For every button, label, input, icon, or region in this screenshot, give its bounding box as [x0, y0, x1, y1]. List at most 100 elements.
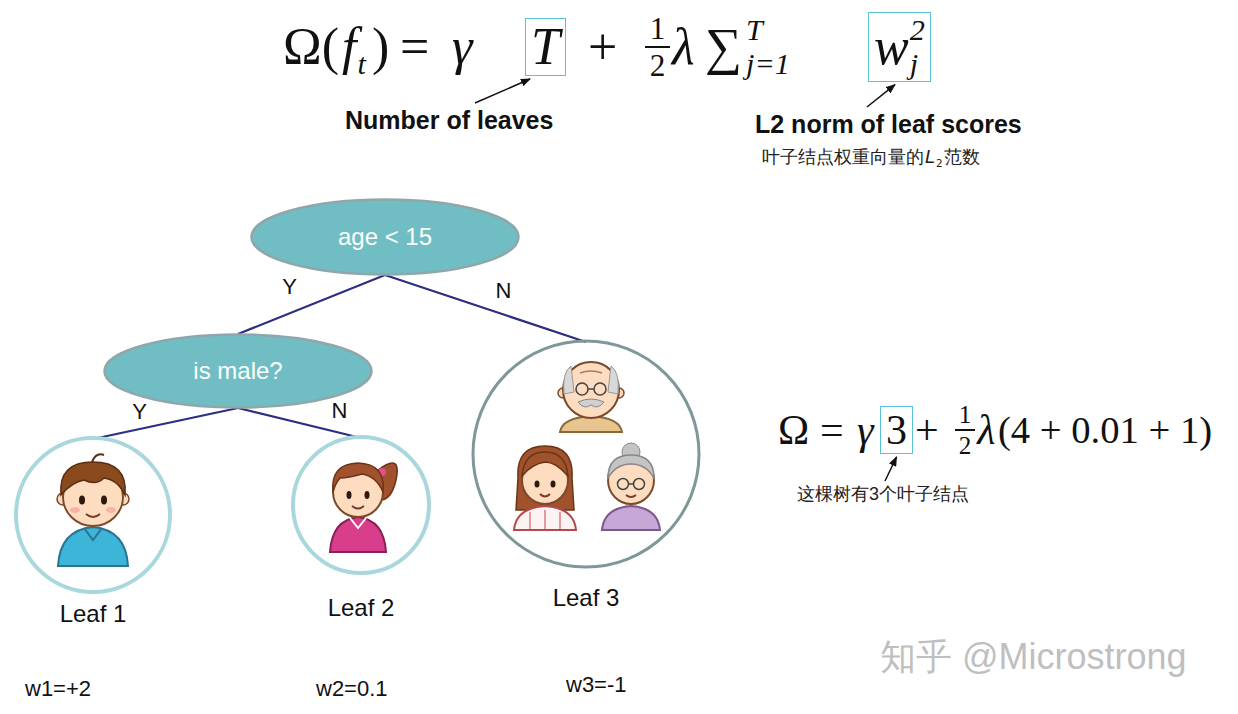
label-anchor: N: [494, 280, 514, 302]
callout-text: L2 norm of leaf scores: [755, 110, 1022, 139]
formula-symbol: λ: [977, 409, 995, 451]
grandma-figure-part: [618, 479, 629, 490]
woman-figure-part: [516, 446, 574, 510]
grandpa-figure-part: [608, 366, 618, 394]
formula: Ω(ft)=γT+12λ∑Tj=1w2j: [283, 12, 931, 82]
watermark: 知乎 @Microstrong: [880, 636, 1187, 677]
formula-symbol: +: [915, 409, 939, 451]
woman-figure-part: [540, 494, 550, 497]
grandpa-figure: [558, 362, 624, 432]
woman-figure-part: [559, 512, 561, 529]
script-spacer: [936, 146, 943, 156]
leaf-circle: Leaf 3: [473, 341, 699, 567]
formula-symbol: f: [342, 21, 356, 73]
formula-symbol: λ: [672, 21, 695, 73]
ellipse-shape: [252, 200, 519, 275]
grandma-figure-part: [602, 506, 660, 530]
fraction-denominator: 2: [650, 50, 666, 81]
girl-figure-part: [352, 506, 364, 509]
grandma-figure-part: [608, 455, 654, 478]
node-outline: [473, 341, 699, 567]
leaf-label: Leaf 2: [293, 594, 429, 622]
boy-figure-part: [79, 496, 85, 505]
branch-label: Y: [280, 276, 299, 298]
boy-figure-part: [101, 496, 107, 505]
label-anchor: Number of leaves: [345, 106, 553, 135]
formula: Ω=γ3+12λ(4 + 0.01 + 1): [778, 405, 1212, 455]
girl-figure-part: [330, 517, 386, 552]
node-label: age < 15: [338, 223, 432, 252]
ellipse-shape: [105, 335, 372, 408]
highlight-box: 3: [880, 406, 913, 454]
tree-branch: [93, 408, 238, 439]
formula-symbol: (4 + 0.01 + 1): [998, 411, 1212, 450]
woman-figure-part: [529, 512, 531, 529]
grandpa-figure-part: [580, 371, 602, 373]
highlight-box: w2j: [868, 12, 931, 81]
subscript: 2: [936, 158, 943, 168]
label-anchor: N: [330, 400, 350, 422]
grandma-figure: [602, 443, 660, 530]
circle-shape: [293, 437, 429, 573]
formula-symbol: =: [400, 21, 429, 73]
leaf-weight: w3=-1: [566, 672, 627, 697]
fraction-numerator: 1: [650, 13, 666, 44]
superscript: 2: [910, 15, 925, 45]
woman-figure-part: [514, 506, 576, 530]
script-stack: 2: [936, 146, 943, 168]
fraction: 12: [955, 402, 975, 458]
fraction-denominator: 2: [959, 433, 972, 458]
formula: 叶子结点权重向量的L2范数: [762, 144, 980, 170]
callout-text: Number of leaves: [345, 106, 553, 135]
label-anchor: Y: [130, 401, 149, 423]
grandpa-figure-part: [564, 366, 574, 394]
formula-symbol: 叶子结点权重向量的: [762, 148, 924, 166]
grandma-figure-part: [629, 483, 634, 485]
leaf-weight: w1=+2: [25, 676, 91, 701]
fraction-numerator: 1: [959, 402, 972, 427]
superscript: T: [746, 15, 790, 45]
formula-symbol: T: [531, 21, 560, 73]
label-anchor: 这棵树有3个叶子结点: [797, 484, 969, 505]
grandpa-figure-part: [588, 388, 594, 390]
branch-label: Y: [130, 401, 149, 423]
leaf-circle: Leaf 2: [293, 437, 429, 573]
label-anchor: w2=0.1: [316, 676, 388, 701]
girl-figure: [330, 463, 397, 552]
script-stack: 2j: [910, 15, 925, 78]
leaf-circle: Leaf 1: [16, 438, 170, 592]
highlight-box: T: [525, 18, 566, 76]
fraction-bar: [645, 46, 670, 48]
woman-figure-part: [551, 481, 556, 488]
formula-symbol: ∑: [705, 21, 742, 73]
formula-symbol: γ: [452, 21, 473, 73]
note-text: 这棵树有3个叶子结点: [797, 484, 969, 505]
circle-shape: [473, 341, 699, 567]
formula-symbol: Ω: [778, 409, 809, 451]
tree-branch: [385, 275, 586, 342]
formula-symbol: ): [372, 21, 389, 73]
girl-figure-part: [333, 463, 384, 492]
grandma-figure-part: [608, 456, 654, 504]
formula-symbol: +: [588, 21, 617, 73]
branch-label: N: [494, 280, 514, 302]
girl-figure-part: [350, 518, 366, 528]
leader-line: [885, 457, 897, 481]
boy-figure-part: [58, 527, 128, 566]
grandpa-figure-part: [563, 362, 619, 418]
node-outline: [16, 438, 170, 592]
leader-line: [475, 79, 530, 103]
decision-ellipse: is male?: [103, 333, 373, 409]
label-anchor: w1=+2: [25, 676, 91, 701]
fraction-bar: [955, 429, 975, 431]
woman-figure-part: [535, 481, 540, 488]
grandpa-figure-part: [576, 383, 588, 395]
formula-symbol: L: [925, 148, 935, 166]
label-anchor: Y: [280, 276, 299, 298]
formula-symbol: w: [874, 21, 909, 73]
woman-figure-part: [522, 452, 568, 476]
grandma-figure-part: [626, 495, 636, 497]
boy-figure-part: [61, 462, 125, 495]
woman-figure: [514, 446, 576, 530]
leaf-label: Leaf 3: [473, 584, 699, 612]
